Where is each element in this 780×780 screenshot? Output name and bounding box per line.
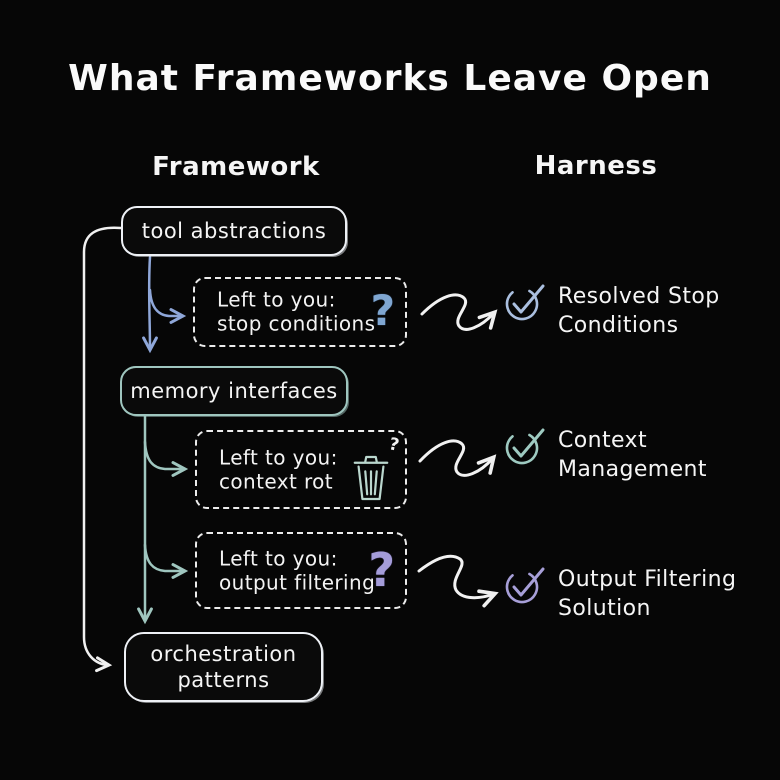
branch-arrow-context-rot (143, 440, 189, 477)
framework-box-memory-interfaces: memory interfaces (120, 366, 348, 416)
harness-label: Resolved Stop Conditions (558, 284, 720, 338)
flow-arrow-tool-to-memory (142, 255, 158, 354)
harness-label: Context Management (558, 428, 707, 482)
page-title: What Frameworks Leave Open (68, 58, 712, 99)
question-mark-icon: ? (368, 542, 395, 597)
check-circle-icon (505, 284, 545, 321)
column-header-framework: Framework (152, 152, 320, 182)
framework-box-tool-abstractions: tool abstractions (121, 206, 347, 256)
gap-box-line2: output filtering (219, 570, 376, 595)
gap-box-stop-conditions: Left to you: stop conditions ? (193, 277, 407, 347)
gap-box-context-rot: Left to you: context rot ? (195, 430, 407, 509)
gap-box-output-filtering: Left to you: output filtering ? (195, 532, 407, 609)
gap-box-text: Left to you: stop conditions (217, 288, 375, 337)
gap-box-line1: Left to you: (219, 546, 338, 571)
harness-item-output-filtering-solution: Output Filtering Solution (502, 566, 736, 623)
question-mark-icon: ? (370, 286, 395, 336)
bracket-arrow-tool-to-orchestration (82, 226, 123, 673)
trash-icon (350, 454, 392, 502)
gap-box-text: Left to you: context rot (219, 445, 338, 494)
check-circle-icon (505, 567, 545, 604)
squiggle-arrow-stop-conditions (420, 293, 498, 331)
question-mark-icon: ? (387, 434, 401, 456)
column-header-harness: Harness (534, 151, 658, 181)
check-circle-icon (505, 428, 545, 465)
box-label: tool abstractions (141, 218, 327, 243)
gap-box-text: Left to you: output filtering (219, 546, 375, 595)
gap-box-line1: Left to you: (217, 287, 336, 312)
gap-box-line1: Left to you: (219, 445, 338, 470)
branch-arrow-stop-conditions (148, 288, 187, 324)
harness-label: Output Filtering Solution (558, 567, 737, 621)
squiggle-arrow-context-management (418, 439, 497, 477)
gap-box-line2: stop conditions (217, 312, 376, 336)
gap-box-line2: context rot (219, 469, 333, 494)
harness-item-context-management: Context Management (502, 427, 707, 484)
squiggle-arrow-output-filtering (417, 554, 499, 608)
branch-arrow-output-filtering (143, 543, 189, 579)
box-label: memory interfaces (130, 378, 338, 403)
box-label: orchestration patterns (150, 641, 297, 692)
harness-item-resolved-stop-conditions: Resolved Stop Conditions (502, 283, 720, 340)
framework-box-orchestration-patterns: orchestration patterns (124, 632, 323, 702)
